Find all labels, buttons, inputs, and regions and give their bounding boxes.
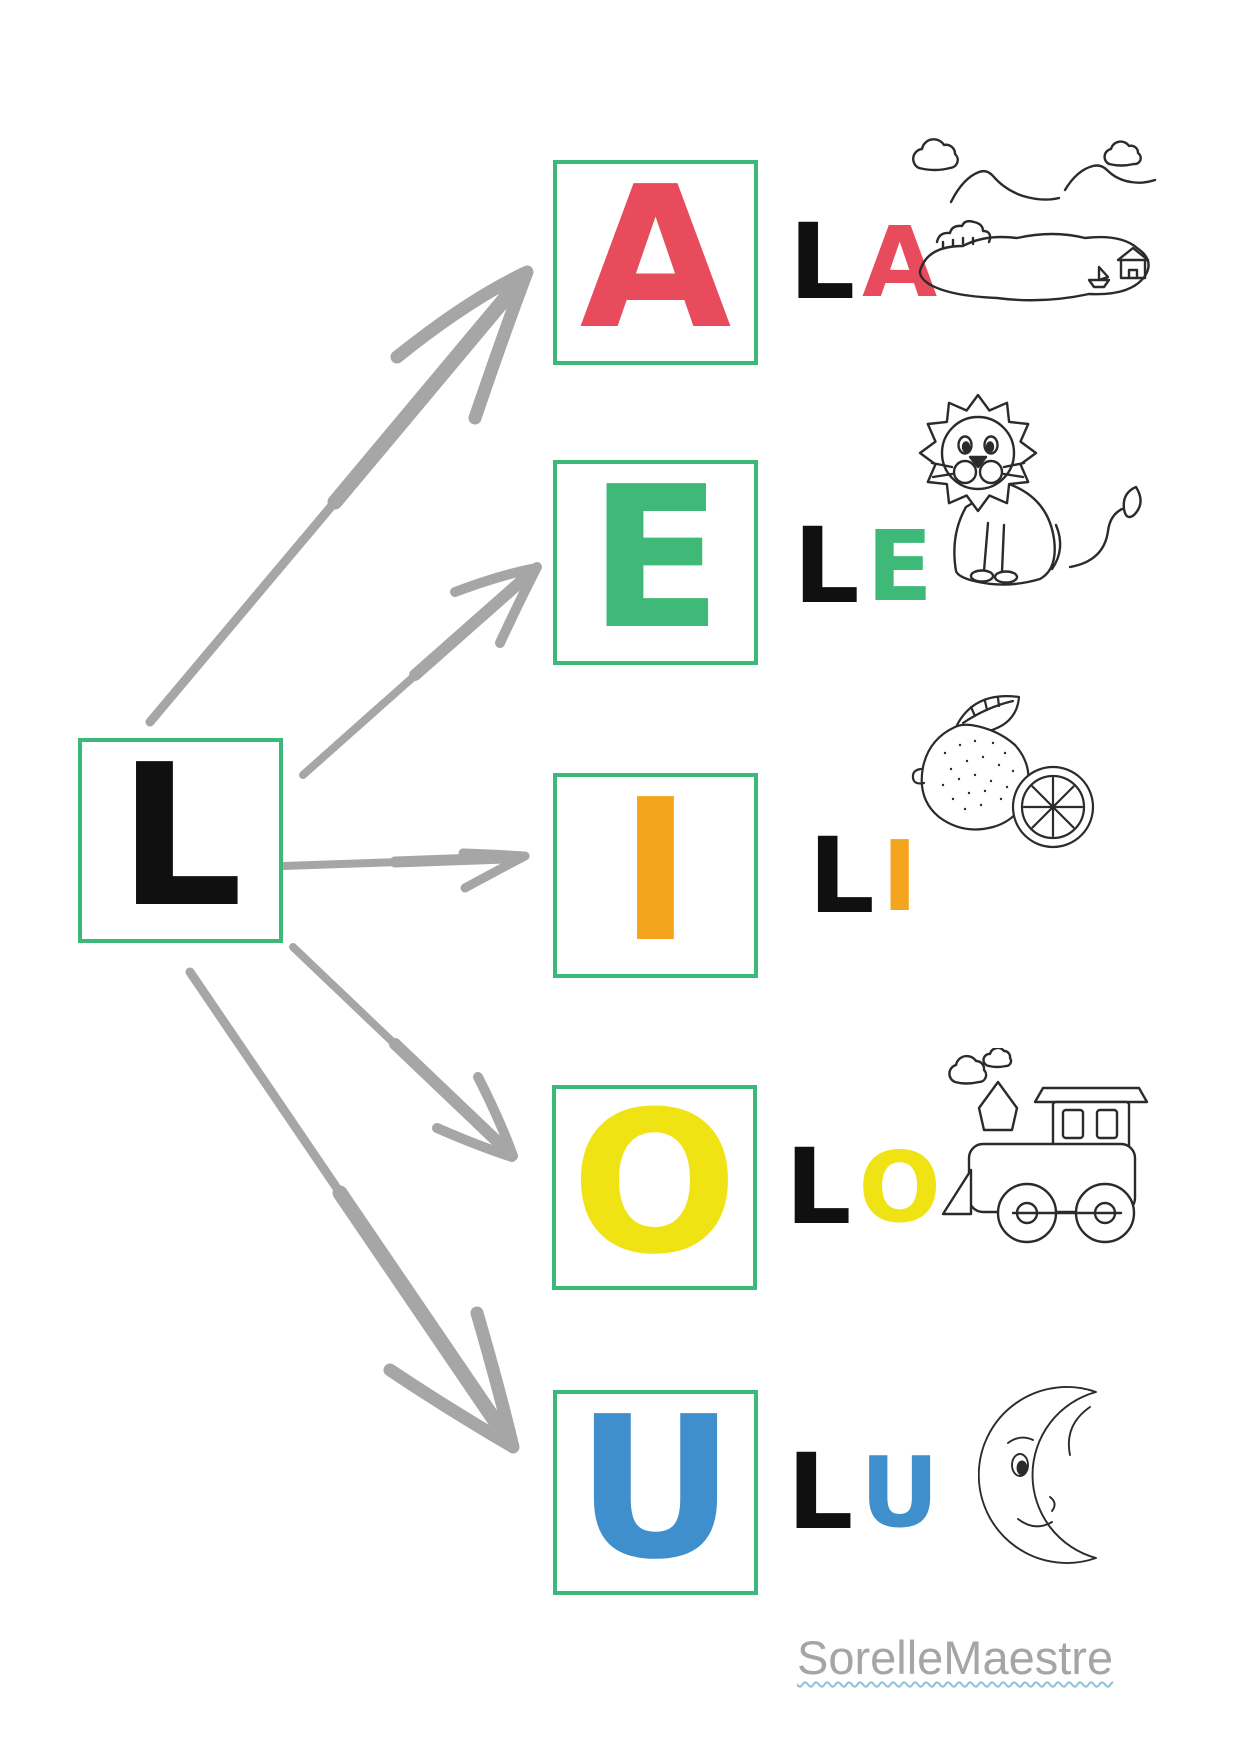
syllable-li-vowel: I — [881, 819, 918, 933]
moon-eyebrow — [1007, 1436, 1034, 1444]
arrow-l-to-e — [299, 562, 542, 779]
lake-illustration — [912, 138, 1157, 302]
lemon-stipple — [941, 739, 1015, 811]
vowel-box-a: A — [553, 160, 758, 365]
lion-whiskers — [930, 461, 1026, 479]
moon-pupil — [1016, 1460, 1028, 1476]
lemon-slice-segments — [1022, 776, 1084, 838]
lion-paw — [993, 570, 1019, 584]
letter-l: L — [118, 722, 243, 951]
arrow-l-to-a — [145, 265, 534, 727]
syllable-li-consonant: L — [808, 815, 875, 937]
moon-crescent — [978, 1386, 1097, 1564]
lion-paw — [969, 569, 995, 583]
train-cab-roof — [1033, 1086, 1149, 1104]
lemon-nub — [911, 767, 926, 785]
trees — [935, 219, 992, 244]
syllable-lu: L U — [768, 1437, 958, 1547]
moon-inner-curl — [1068, 1406, 1091, 1456]
cloud-icon — [1103, 140, 1142, 167]
syllable-la-consonant: L — [788, 201, 856, 323]
lion-face — [940, 415, 1016, 491]
lion-tail-tuft — [1122, 485, 1142, 519]
syllable-le: L E — [768, 511, 958, 621]
lion-muzzle — [952, 459, 978, 485]
vowel-box-i: I — [553, 773, 758, 978]
train-illustration — [941, 1048, 1149, 1244]
arrow-l-to-i — [279, 848, 530, 893]
lion-tail — [1068, 507, 1124, 569]
vowel-box-e: E — [553, 460, 758, 665]
lion-illustration — [918, 393, 1142, 586]
syllable-lu-consonant: L — [786, 1431, 854, 1553]
syllable-lo-vowel: O — [858, 1130, 941, 1244]
train-chimney — [977, 1080, 1019, 1132]
syllable-li: L I — [768, 821, 958, 931]
vowel-e: E — [588, 444, 723, 673]
letter-l-box: L — [78, 738, 283, 943]
lion-haunch — [1050, 523, 1062, 571]
syllable-lo: L O — [768, 1132, 958, 1242]
vowel-a: A — [579, 144, 732, 373]
syllable-le-consonant: L — [793, 505, 860, 627]
vowel-u: U — [575, 1374, 736, 1603]
vowel-box-o: O — [552, 1085, 757, 1290]
lion-pupil — [961, 441, 971, 453]
syllable-lu-vowel: U — [860, 1435, 940, 1549]
lion-leg — [982, 521, 1006, 574]
train-window — [1061, 1108, 1085, 1140]
lemon-illustration — [911, 695, 1095, 849]
watermark: SorelleMaestre — [797, 1631, 1114, 1684]
syllable-la: L A — [768, 207, 958, 317]
trees-hatch — [941, 236, 975, 249]
vowel-i: I — [619, 757, 692, 986]
lemon-leaf-vein — [961, 696, 1015, 725]
smoke-puff — [948, 1054, 988, 1085]
syllable-le-vowel: E — [866, 509, 933, 623]
lion-nose — [968, 455, 988, 469]
arrow-l-to-o — [289, 943, 518, 1162]
lake-shore — [918, 232, 1150, 302]
house-icon — [1116, 246, 1150, 280]
mountain-ridge — [949, 169, 1061, 204]
moon-illustration — [978, 1386, 1097, 1564]
lion-pupil — [985, 441, 995, 453]
train-window — [1095, 1108, 1119, 1140]
lion-muzzle — [978, 459, 1004, 485]
moon-smile — [1017, 1518, 1053, 1528]
cloud-icon — [912, 138, 959, 172]
vowel-box-u: U — [553, 1390, 758, 1595]
arrow-l-to-u — [185, 967, 520, 1454]
mountain-ridge — [1063, 164, 1157, 192]
moon-nose — [1049, 1496, 1056, 1512]
syllable-lo-consonant: L — [785, 1126, 852, 1248]
vowel-o: O — [571, 1069, 738, 1298]
train-cowcatcher — [941, 1168, 973, 1216]
lemon-slice-inner — [1020, 774, 1086, 840]
smoke-puff — [982, 1048, 1013, 1069]
boat-icon — [1087, 265, 1111, 289]
